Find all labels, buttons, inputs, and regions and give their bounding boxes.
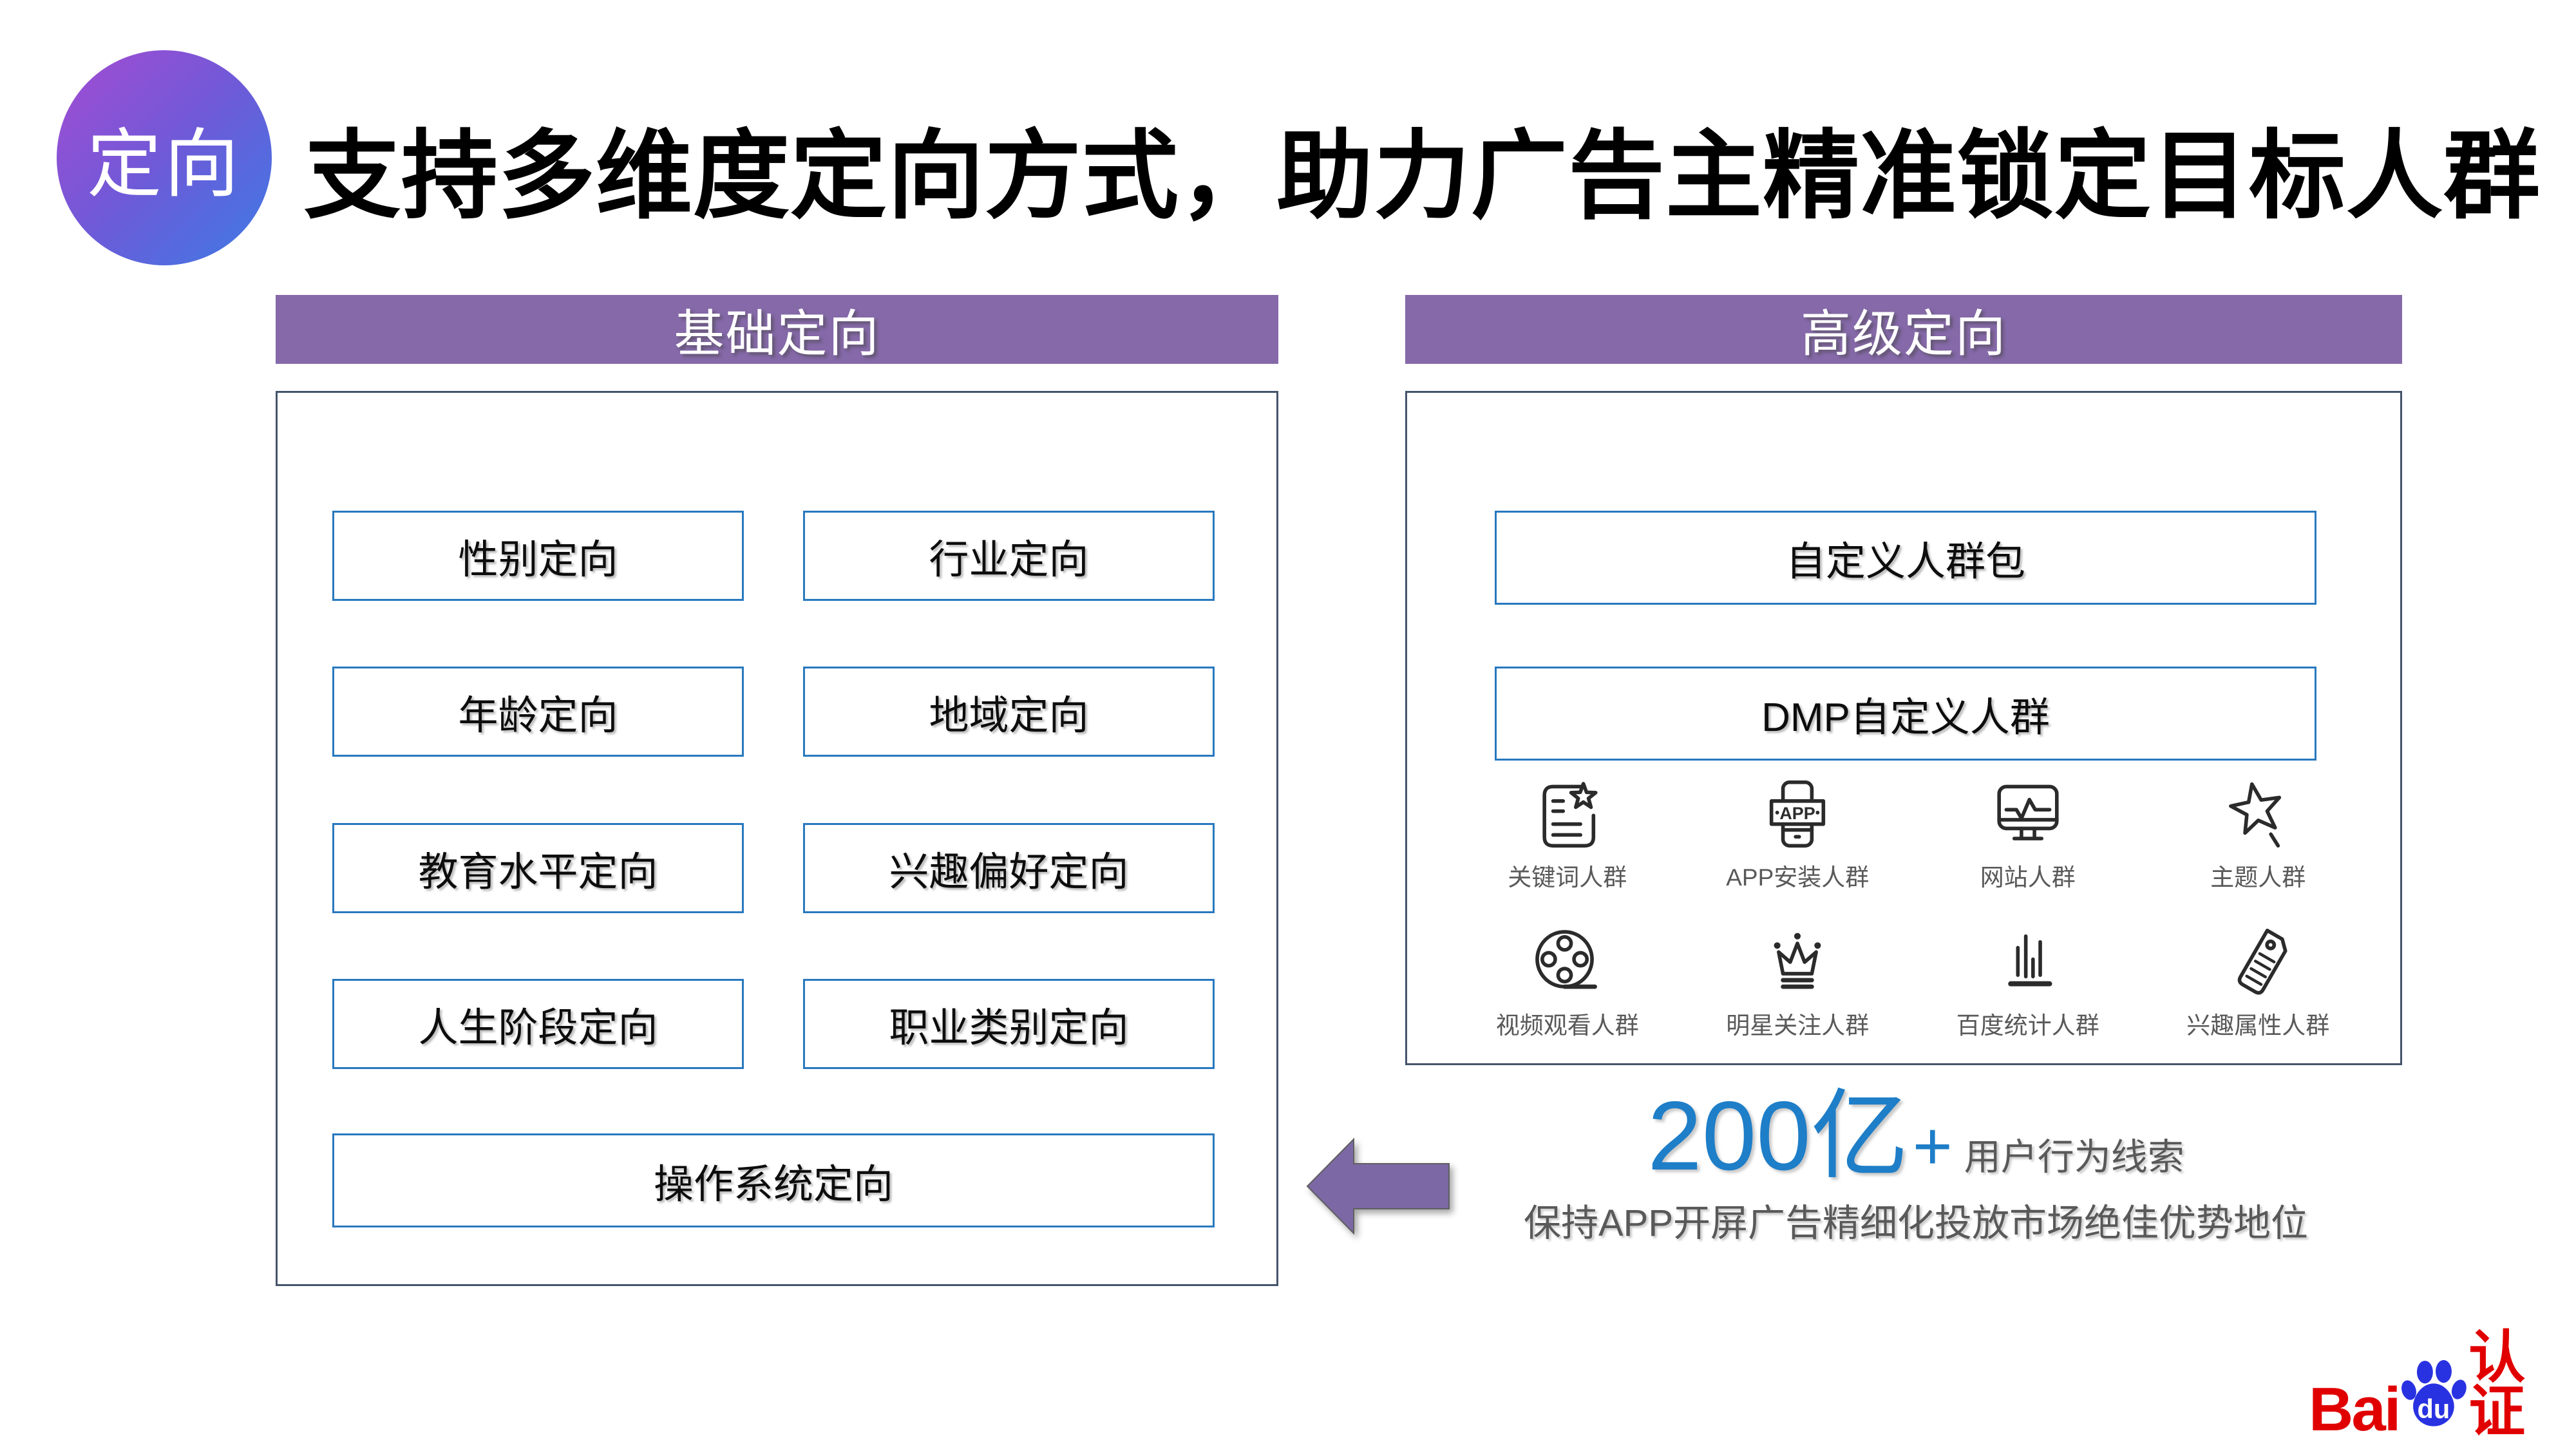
- audience-celebrity: 明星关注人群: [1726, 926, 1869, 1041]
- celebrity-crown-icon: [1774, 933, 1821, 989]
- audience-label: APP安装人群: [1726, 864, 1870, 891]
- basic-targeting-header: 基础定向: [276, 295, 1278, 364]
- audience-video: 视频观看人群: [1496, 926, 1639, 1041]
- baidu-paw-icon: du: [2401, 1360, 2467, 1426]
- box-region-targeting: 地域定向: [803, 667, 1215, 757]
- audience-label: 主题人群: [2210, 864, 2306, 891]
- box-custom-audience-package: 自定义人群包: [1495, 511, 2316, 605]
- box-dmp-custom-audience: DMP自定义人群: [1495, 667, 2316, 761]
- audience-keyword: 关键词人群: [1508, 778, 1627, 893]
- box-occupation-targeting: 职业类别定向: [803, 979, 1215, 1069]
- page-title: 支持多维度定向方式，助力广告主精准锁定目标人群: [304, 122, 2541, 230]
- audience-label: 网站人群: [1980, 864, 2076, 891]
- left-arrow: [1306, 1137, 1450, 1235]
- audience-interest-tag: 兴趣属性人群: [2186, 926, 2329, 1041]
- box-interest-preference-targeting: 兴趣偏好定向: [803, 823, 1215, 913]
- theme-star-icon: [2229, 782, 2282, 848]
- audience-type-grid: 关键词人群 APP APP安装人群: [1452, 778, 2373, 1041]
- baidu-certified-logo: Bai du 认证: [2309, 1325, 2576, 1444]
- video-film-reel-icon: [1535, 930, 1597, 989]
- audience-label: 关键词人群: [1508, 864, 1627, 891]
- targeting-badge: 定向: [57, 50, 272, 265]
- app-icon-text: APP: [1780, 804, 1815, 823]
- highlight-line: 200亿 + 用户行为线索: [1443, 1087, 2389, 1185]
- website-monitor-pulse-icon: [1997, 784, 2059, 840]
- box-industry-targeting: 行业定向: [803, 511, 1215, 601]
- logo-text-cert: 认证: [2468, 1325, 2527, 1443]
- logo-text-bai: Bai: [2309, 1374, 2401, 1444]
- box-os-targeting: 操作系统定向: [332, 1133, 1215, 1227]
- audience-baidu-stats: 百度统计人群: [1956, 926, 2099, 1041]
- app-install-phone-icon: APP: [1770, 780, 1826, 848]
- baidu-stats-bar-chart-icon: [2007, 934, 2052, 987]
- audience-label: 视频观看人群: [1495, 1012, 1639, 1039]
- box-age-targeting: 年龄定向: [332, 667, 744, 757]
- audience-app-install: APP APP安装人群: [1726, 778, 1869, 893]
- advanced-targeting-panel: 自定义人群包 DMP自定义人群 关键词人群 APP: [1405, 391, 2402, 1065]
- highlight-suffix: 用户行为线索: [1964, 1137, 2184, 1178]
- audience-label: 百度统计人群: [1956, 1012, 2099, 1039]
- advanced-targeting-header: 高级定向: [1405, 295, 2402, 364]
- box-life-stage-targeting: 人生阶段定向: [332, 979, 744, 1069]
- box-gender-targeting: 性别定向: [332, 511, 744, 601]
- basic-targeting-panel: 性别定向 行业定向 年龄定向 地域定向 教育水平定向 兴趣偏好定向 人生阶段定向…: [276, 391, 1278, 1286]
- audience-website: 网站人群: [1980, 778, 2076, 893]
- highlight-number: 200亿: [1647, 1081, 1909, 1191]
- behavior-clues-highlight: 200亿 + 用户行为线索 保持APP开屏广告精细化投放市场绝佳优势地位: [1443, 1087, 2389, 1247]
- box-education-targeting: 教育水平定向: [332, 823, 744, 913]
- keyword-document-star-icon: [1542, 782, 1598, 848]
- audience-label: 兴趣属性人群: [2186, 1012, 2330, 1039]
- targeting-badge-label: 定向: [87, 122, 242, 206]
- audience-theme: 主题人群: [2210, 778, 2306, 893]
- plus-sign: +: [1912, 1108, 1953, 1184]
- audience-label: 明星关注人群: [1726, 1012, 1870, 1039]
- interest-tag-icon: [2237, 929, 2287, 995]
- logo-text-du: du: [2418, 1394, 2450, 1424]
- highlight-description: 保持APP开屏广告精细化投放市场绝佳优势地位: [1523, 1202, 2309, 1244]
